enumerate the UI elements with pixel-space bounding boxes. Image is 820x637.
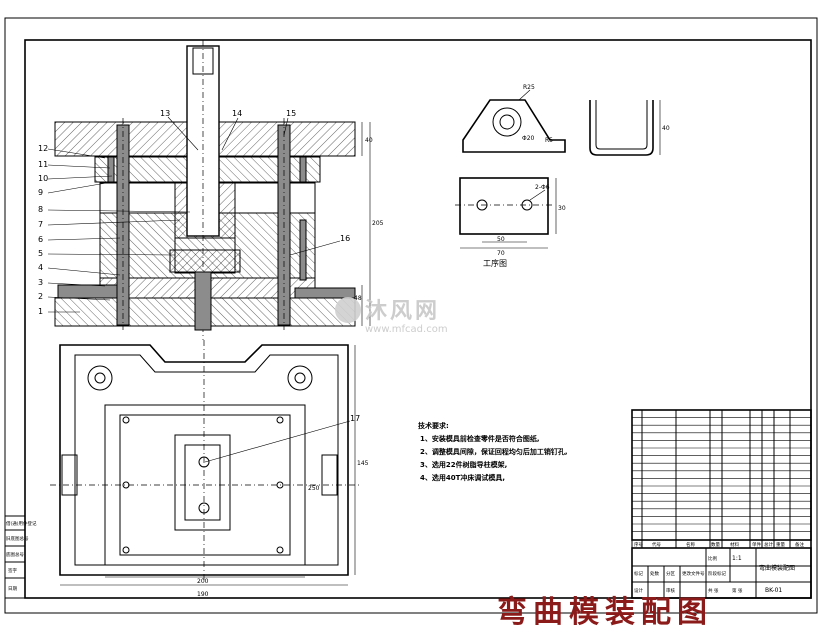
outer-frame: [4, 17, 818, 614]
stamp-text-2: 底图总号: [6, 551, 24, 558]
bom-hdr-5: 单件: [752, 541, 761, 548]
dim-plan-1: 250: [308, 485, 320, 492]
dim-wp-5: 50: [497, 236, 505, 243]
tb-name: 弯曲模装配图: [759, 564, 795, 572]
dim-plan-0: 190: [197, 591, 209, 598]
dim-wp-6: 70: [497, 250, 505, 257]
tb-label-2: 分区: [666, 570, 675, 577]
part-no-8: 8: [38, 205, 43, 214]
tb-label-10: 比例: [708, 555, 717, 562]
drawing-title: 弯曲模装配图: [497, 595, 713, 630]
bom-hdr-4: 材料: [730, 541, 739, 548]
tb-label-3: 更改文件号: [682, 570, 705, 577]
tb-label-15: 第 张: [732, 587, 743, 594]
tb-label-6: 设计: [634, 587, 643, 594]
stamp-text-0: 借(通)用件登记: [6, 520, 37, 527]
part-no-4: 4: [38, 263, 43, 272]
tech-requirements: 技术要求: 1、安装模具前检查零件是否符合图纸, 2、调整模具间隙，保证回程均匀…: [418, 421, 568, 482]
part-no-13: 13: [160, 109, 170, 118]
tech-item-1: 1、安装模具前检查零件是否符合图纸,: [420, 434, 540, 443]
stamp-text-3: 签字: [8, 567, 17, 574]
tb-label-14: 共 张: [708, 587, 719, 594]
bom-hdr-2: 名称: [686, 541, 695, 548]
bom-hdr-7: 重量: [776, 541, 785, 548]
inner-frame: [24, 39, 812, 599]
part-no-15: 15: [286, 109, 296, 118]
tb-drawing-no: BK-01: [765, 587, 782, 594]
workpiece-plan-view: 2-Φ6 50 70 30 工序图: [455, 177, 566, 268]
tb-label-8: 阶段标记: [708, 570, 726, 577]
tb-label-0: 标记: [634, 570, 643, 577]
watermark-brand: 沐风网: [365, 299, 440, 324]
part-no-6: 6: [38, 235, 43, 244]
dim-main-0: 40: [365, 137, 373, 144]
part-no-1: 1: [38, 307, 43, 316]
dim-wp-0: R25: [523, 84, 535, 91]
stamp-text-1: 旧底图总号: [6, 535, 29, 542]
dim-main-1: 205: [372, 220, 384, 227]
tb-label-1: 处数: [650, 570, 659, 577]
bom-hdr-0: 序号: [634, 541, 643, 548]
bom-hdr-1: 代号: [652, 541, 661, 548]
title-block: 比例 1:1 弯曲模装配图 BK-01 标记 处数 分区 更改文件号 设计 审核…: [631, 547, 812, 599]
part-no-14: 14: [232, 109, 242, 118]
watermark-url: www.mfcad.com: [365, 324, 448, 335]
bom-hdr-6: 总计: [764, 541, 773, 548]
tb-scale: 1:1: [732, 555, 742, 562]
part-no-12: 12: [38, 144, 48, 153]
part-no-7: 7: [38, 220, 43, 229]
main-view-dimensions: 40 205 48: [354, 122, 384, 326]
dim-wp-4: 2-Φ6: [535, 184, 550, 191]
part-no-3: 3: [38, 278, 43, 287]
watermark: 沐风网 www.mfcad.com: [335, 297, 448, 335]
main-section-view: [54, 40, 356, 340]
workpiece-top-view: R25 Φ20 R5: [462, 84, 566, 153]
bom-table: 序号 代号 名称 数量 材料 单件 总计 重量 备注: [631, 409, 812, 549]
tech-item-2: 2、调整模具间隙，保证回程均匀后加工销钉孔,: [420, 447, 568, 456]
dim-main-2: 48: [354, 295, 362, 302]
plan-view: 200 190 145 250: [50, 340, 369, 598]
dim-wp-7: 30: [558, 205, 566, 212]
dim-wp-3: 40: [662, 125, 670, 132]
part-no-9: 9: [38, 188, 43, 197]
dim-plan-3: 145: [357, 460, 369, 467]
tb-label-11: 审核: [666, 587, 675, 594]
bom-hdr-3: 数量: [711, 541, 720, 548]
dim-wp-2: R5: [545, 137, 553, 144]
tech-item-3: 3、选用22件树脂导柱模架,: [420, 460, 507, 469]
dim-plan-2: 200: [197, 578, 209, 585]
part-no-16: 16: [340, 234, 350, 243]
left-stamp-block: 借(通)用件登记 旧底图总号 底图总号 签字 日期: [4, 515, 37, 599]
part-no-10: 10: [38, 174, 48, 183]
workpiece-label: 工序图: [483, 258, 507, 268]
bom-hdr-8: 备注: [795, 541, 804, 548]
dim-wp-1: Φ20: [522, 135, 535, 142]
part-no-11: 11: [38, 160, 48, 169]
tech-item-4: 4、选用40T冲床调试模具,: [420, 473, 505, 482]
tech-heading: 技术要求:: [418, 421, 449, 430]
workpiece-side-view: 40: [589, 100, 670, 156]
part-no-5: 5: [38, 249, 43, 258]
stamp-text-4: 日期: [8, 586, 17, 592]
part-no-2: 2: [38, 292, 43, 301]
